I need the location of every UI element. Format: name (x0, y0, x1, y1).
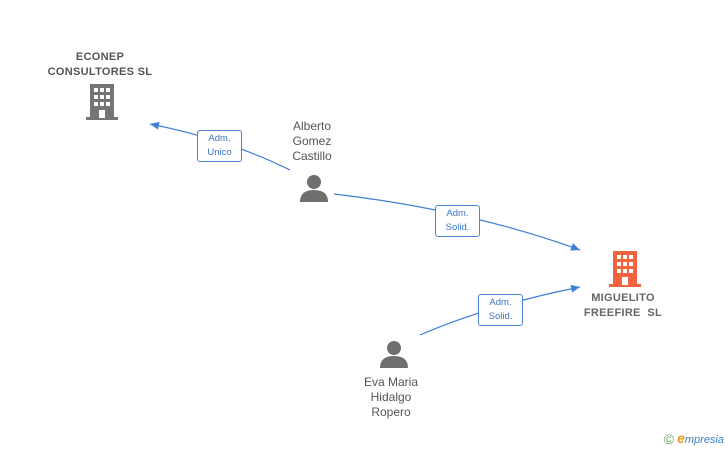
edge-label-line2: Solid. (445, 222, 470, 233)
eva-name-line3: Ropero (371, 405, 411, 419)
empresia-watermark: © empresia (664, 430, 724, 447)
alberto-label[interactable]: Alberto Gomez Castillo (262, 119, 362, 164)
miguelito-name-line2: FREEFIRE SL (583, 307, 663, 319)
alberto-name-line2: Gomez (292, 134, 332, 148)
econep-label[interactable]: ECONEP CONSULTORES SL (30, 50, 170, 80)
econep-name-line1: ECONEP (75, 51, 125, 63)
edge-label-line2: Unico (207, 147, 232, 158)
person-icon[interactable] (299, 174, 329, 207)
building-icon[interactable] (86, 84, 118, 125)
person-icon[interactable] (379, 340, 409, 373)
alberto-name-line3: Castillo (292, 149, 332, 163)
miguelito-name-line1: MIGUELITO (591, 292, 655, 304)
eva-label[interactable]: Eva Maria Hidalgo Ropero (341, 375, 441, 420)
copyright-symbol: © (663, 431, 675, 447)
brand-logo-e: e (677, 430, 685, 446)
brand-logo-text: mpresia (684, 434, 724, 446)
edge-label-line1: Adm. (208, 133, 231, 144)
econep-name-line2: CONSULTORES SL (47, 66, 153, 78)
edge-label-line1: Adm. (489, 297, 512, 308)
alberto-name-line1: Alberto (292, 119, 332, 133)
building-icon[interactable] (609, 251, 641, 292)
eva-name-line1: Eva Maria (363, 375, 419, 389)
edge-label-adm-unico[interactable]: Adm. Unico (197, 130, 242, 162)
edge-label-adm-solid-alberto[interactable]: Adm. Solid. (435, 205, 480, 237)
edge-label-line1: Adm. (446, 208, 469, 219)
eva-name-line2: Hidalgo (370, 390, 412, 404)
edge-label-adm-solid-eva[interactable]: Adm. Solid. (478, 294, 523, 326)
miguelito-label[interactable]: MIGUELITO FREEFIRE SL (563, 291, 683, 321)
edge-label-line2: Solid. (488, 311, 513, 322)
